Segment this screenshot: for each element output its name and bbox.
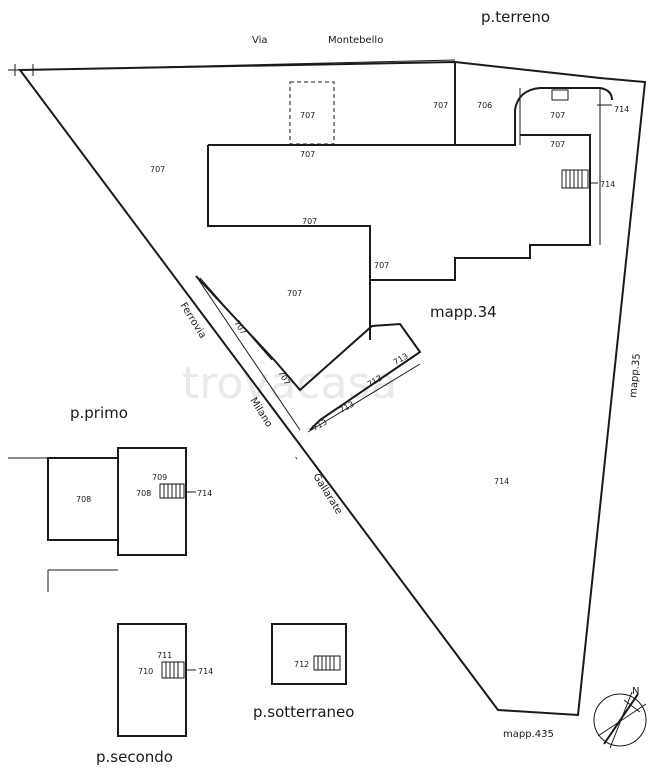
stair-706 <box>551 89 569 101</box>
dimension-707-rail <box>199 277 273 361</box>
title-ground-floor: p.terreno <box>481 8 550 26</box>
label-707-mid: 707 <box>302 217 317 226</box>
label-714-top: 714 <box>614 105 629 114</box>
title-second-floor: p.secondo <box>96 748 173 766</box>
title-first-floor: p.primo <box>70 404 128 422</box>
label-707-center: 707 <box>287 289 302 298</box>
label-714-yard: 714 <box>494 477 509 486</box>
street-montebello: Montebello <box>328 35 383 46</box>
north-label: N <box>632 686 639 697</box>
label-707-west: 707 <box>150 165 165 174</box>
title-basement: p.sotterraneo <box>253 703 354 721</box>
railway-ferrovia: Ferrovia <box>177 301 208 341</box>
label-710: 710 <box>138 667 153 676</box>
label-714-second: 714 <box>198 667 213 676</box>
label-714-stair: 714 <box>600 180 615 189</box>
building-707-lower <box>195 275 422 431</box>
watermark: trovacasa <box>182 358 397 409</box>
parcel-mapp35: mapp.35 <box>628 353 643 398</box>
label-707-dashed: 707 <box>300 111 315 120</box>
label-714-first: 714 <box>197 489 212 498</box>
street-via: Via <box>252 35 268 46</box>
boundary-tick <box>8 64 34 76</box>
label-707-court: 707 <box>433 101 448 110</box>
label-707-top: 707 <box>300 150 315 159</box>
first-floor-plan: p.primo 708 709 708 714 <box>8 404 212 592</box>
label-709: 709 <box>152 473 167 482</box>
wall-706 <box>519 88 601 245</box>
street-edge <box>29 59 456 71</box>
label-713-a: 713 <box>311 418 329 433</box>
basement-plan: 712 p.sotterraneo <box>253 623 354 721</box>
railway-line <box>195 275 301 431</box>
north-arrow: N <box>593 686 647 749</box>
dimension-713 <box>307 363 421 433</box>
stair-714-ground <box>561 169 589 189</box>
label-707-right: 707 <box>374 261 389 270</box>
label-711: 711 <box>157 651 172 660</box>
label-707-e: 707 <box>550 140 565 149</box>
railway-gallarate: Gallarate <box>310 472 344 517</box>
label-707-ne: 707 <box>550 111 565 120</box>
parcel-mapp34: mapp.34 <box>430 303 497 321</box>
parcel-mapp435: mapp.435 <box>503 729 554 740</box>
label-708-a: 708 <box>76 495 91 504</box>
leader-714 <box>590 104 612 184</box>
railway-dash: - <box>290 454 301 463</box>
label-706: 706 <box>477 101 492 110</box>
label-708-b: 708 <box>136 489 151 498</box>
second-floor-plan: 711 710 714 p.secondo <box>96 623 213 766</box>
building-707-outline <box>207 62 613 281</box>
label-712: 712 <box>294 660 309 669</box>
